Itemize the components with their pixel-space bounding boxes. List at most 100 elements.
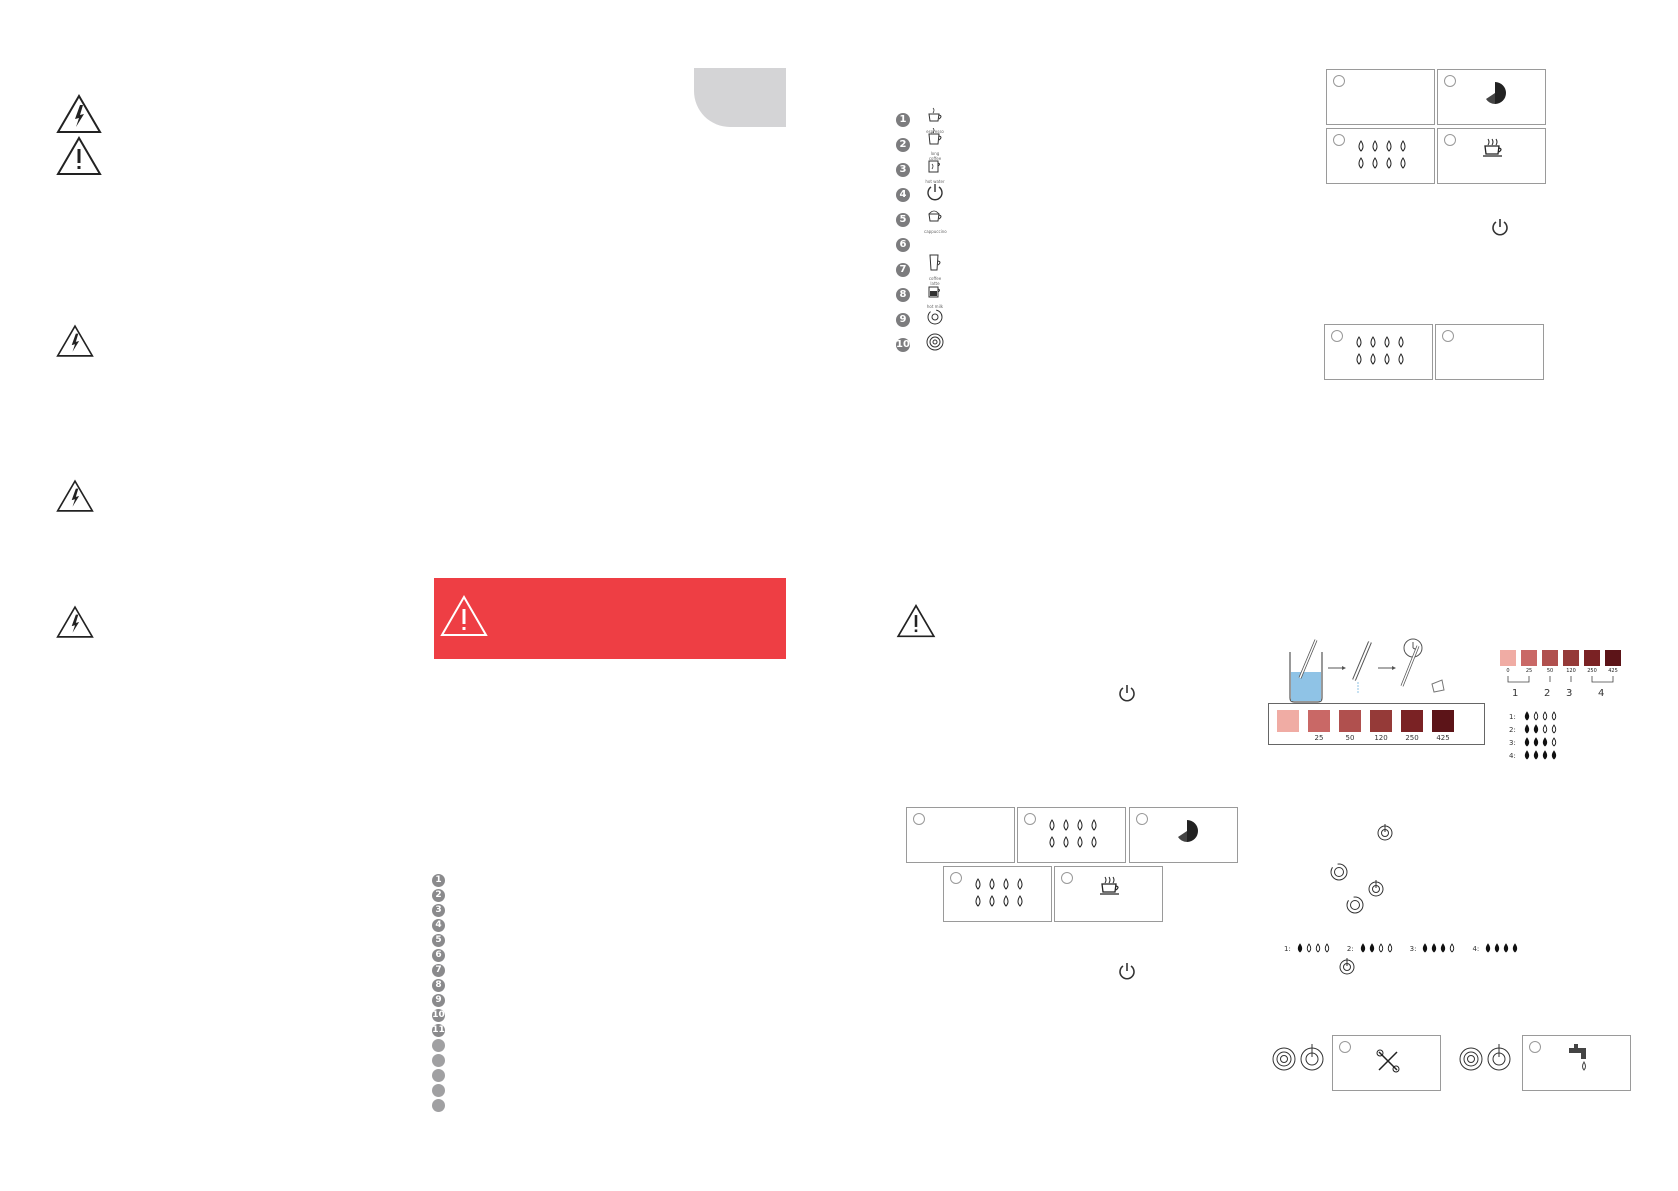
icon-label: cappuccino <box>924 228 947 234</box>
rinse-and-descale-buttons <box>1457 1044 1513 1077</box>
color-swatch <box>1370 710 1392 732</box>
hardness-level-inline: 1: <box>1284 940 1335 958</box>
part-number-badge <box>432 1054 445 1067</box>
scale-value: 120 <box>1566 668 1576 674</box>
part-number-badge: 11 <box>432 1024 445 1037</box>
scale-group-label: 3 <box>1566 688 1573 699</box>
part-number-badge <box>432 1084 445 1097</box>
scale-value: 25 <box>1525 668 1533 674</box>
water-drops-icon <box>1522 721 1562 739</box>
color-swatch <box>1277 710 1299 732</box>
level-label: 2: <box>1509 725 1516 734</box>
hardness-levels: 1: 2: 3: 4: <box>1509 710 1562 762</box>
water-drops-icon <box>1295 940 1335 958</box>
item-number-badge: 6 <box>896 237 910 252</box>
color-swatch <box>1401 710 1423 732</box>
level-label: 4: <box>1509 751 1516 760</box>
display-water-drops <box>1326 128 1435 184</box>
part-number-badge <box>432 1069 445 1082</box>
control-panel-item: 9 <box>896 307 946 332</box>
water-drops-icon <box>1522 708 1562 726</box>
part-number-badge: 2 <box>432 889 445 902</box>
part-number-badge <box>432 1039 445 1052</box>
swatch-value: 120 <box>1374 734 1388 742</box>
warning-icon <box>56 136 102 176</box>
control-panel-item: 2 long coffee <box>896 127 946 161</box>
display-progress <box>1437 69 1546 125</box>
electric-hazard-icon <box>56 605 94 639</box>
warning-banner <box>434 578 786 659</box>
swatch-value: 25 <box>1314 734 1324 742</box>
scale-brackets <box>1507 676 1614 683</box>
item-number-badge: 8 <box>896 287 910 302</box>
part-number-badge: 3 <box>432 904 445 917</box>
hardness-level-inline: 2: <box>1347 940 1398 958</box>
hardness-level-inline: 3: <box>1410 940 1461 958</box>
water-drops-icon <box>1358 940 1398 958</box>
color-swatch <box>1308 710 1330 732</box>
item-number-badge: 7 <box>896 262 910 277</box>
water-drops-icon <box>1046 816 1102 857</box>
hardness-level-row: 3: <box>1509 736 1562 749</box>
part-number-badge: 4 <box>432 919 445 932</box>
scale-value: 50 <box>1546 668 1554 674</box>
level-label: 4: <box>1472 945 1480 953</box>
power-icon <box>1491 218 1509 241</box>
swatch-value: 50 <box>1345 734 1355 742</box>
item-number-badge: 10 <box>896 337 910 352</box>
hardness-level-row: 1: <box>1509 710 1562 723</box>
part-number-badge: 6 <box>432 949 445 962</box>
water-drops-icon <box>1355 137 1411 178</box>
descale-icon <box>924 333 946 356</box>
level-label: 3: <box>1509 738 1516 747</box>
color-swatch <box>1563 650 1579 666</box>
color-swatch <box>1605 650 1621 666</box>
scale-value: 425 <box>1608 668 1618 674</box>
power-icon <box>924 183 946 206</box>
display-water-drops <box>943 866 1052 922</box>
display-water-tap <box>1522 1035 1631 1091</box>
control-panel-item: 1 espresso <box>896 106 946 134</box>
display-cup <box>1437 128 1546 184</box>
control-panel-item: 10 <box>896 332 946 357</box>
display-blank <box>906 807 1015 863</box>
espresso-cup-icon: espresso <box>924 106 946 134</box>
part-number-badge <box>432 1099 445 1112</box>
power-icon <box>1118 684 1136 707</box>
icon-label: coffee latte <box>928 276 942 286</box>
color-swatch <box>1542 650 1558 666</box>
long-coffee-cup-icon: long coffee <box>924 127 946 161</box>
hardness-test-illustration <box>1286 638 1446 704</box>
hardness-level-inline: 4: <box>1472 940 1523 958</box>
level-label: 3: <box>1409 945 1417 953</box>
icon-label: hot water <box>925 178 945 184</box>
item-number-badge: 2 <box>896 137 910 152</box>
color-swatch <box>1339 710 1361 732</box>
display-water-drops <box>1017 807 1126 863</box>
scale-group-label: 4 <box>1598 688 1605 699</box>
item-number-badge: 1 <box>896 112 910 127</box>
display-water-drops <box>1324 324 1433 380</box>
item-number-badge: 9 <box>896 312 910 327</box>
scale-value: 0 <box>1506 668 1510 674</box>
water-drops-icon <box>1522 747 1562 765</box>
electric-hazard-icon <box>56 324 94 358</box>
icon-label: long coffee <box>928 151 942 161</box>
coffee-latte-icon: coffee latte <box>924 253 946 286</box>
hot-water-icon: hot water <box>924 156 946 184</box>
control-panel-item: 7 coffee latte <box>896 254 946 286</box>
item-number-badge: 4 <box>896 187 910 202</box>
color-swatch <box>1521 650 1537 666</box>
rinse-icon <box>1329 862 1349 887</box>
rinse-and-descale-buttons <box>1270 1044 1326 1077</box>
water-drops-icon <box>972 875 1028 916</box>
scale-group-label: 1 <box>1512 688 1519 699</box>
item-number-badge: 5 <box>896 212 910 227</box>
part-number-badge: 1 <box>432 874 445 887</box>
page-tab <box>694 68 786 127</box>
level-label: 2: <box>1346 945 1354 953</box>
water-drops-icon <box>1420 940 1460 958</box>
